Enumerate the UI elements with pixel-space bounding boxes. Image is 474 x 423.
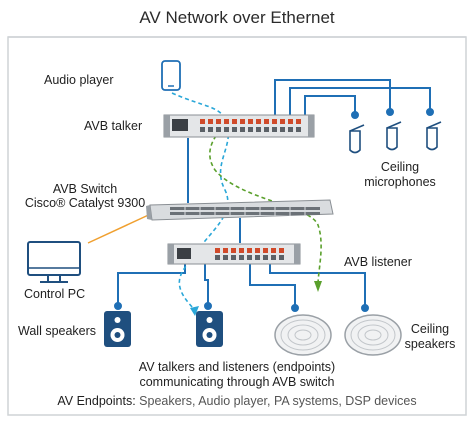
control-pc-label: Control PC	[24, 287, 86, 301]
audio-flow-green-arrow	[314, 281, 322, 292]
endpoints-footer-value: Speakers, Audio player, PA systems, DSP …	[139, 394, 417, 408]
ceiling-speaker-icon	[344, 314, 402, 356]
ceiling-speaker-icon	[274, 314, 332, 356]
wall-speaker-icon	[196, 311, 223, 347]
diagram-title: AV Network over Ethernet	[139, 8, 335, 27]
avb-switch-device	[146, 199, 334, 221]
ceiling-mics-label-line2: microphones	[364, 175, 436, 189]
audio-flow-green	[209, 124, 322, 286]
switch-label-line1: AVB Switch	[52, 182, 118, 196]
microphone-icon	[349, 124, 365, 154]
wall-speakers-label: Wall speakers	[18, 324, 97, 338]
talker-to-mics-links	[274, 79, 434, 119]
control-pc-link	[87, 211, 156, 244]
ceiling-speakers-label-line2: speakers	[404, 337, 456, 351]
caption-line2: communicating through AVB switch	[139, 375, 335, 389]
phone-icon	[161, 60, 181, 91]
monitor-icon	[27, 241, 81, 283]
endpoints-footer: AV Endpoints: Speakers, Audio player, PA…	[0, 394, 474, 408]
wall-speaker-icon	[104, 311, 131, 347]
audio-flow-cyan	[171, 92, 230, 311]
switch-uplinks	[187, 138, 241, 243]
microphone-icon	[426, 121, 442, 151]
audio-player-label: Audio player	[44, 73, 114, 87]
caption-line1: AV talkers and listeners (endpoints)	[138, 360, 336, 374]
audio-flow-cyan-arrow	[190, 306, 199, 316]
ceiling-mics-label-line1: Ceiling	[380, 160, 420, 174]
ceiling-speakers-label-line1: Ceiling	[410, 322, 450, 336]
avb-talker-device	[163, 114, 315, 138]
diagram-frame	[7, 36, 467, 416]
endpoints-footer-key: AV Endpoints:	[57, 394, 136, 408]
microphone-icon	[386, 121, 402, 151]
avb-listener-label: AVB listener	[344, 255, 412, 269]
avb-listener-device	[167, 243, 301, 265]
switch-label-line2: Cisco® Catalyst 9300	[24, 196, 146, 210]
avb-talker-label: AVB talker	[84, 119, 143, 133]
